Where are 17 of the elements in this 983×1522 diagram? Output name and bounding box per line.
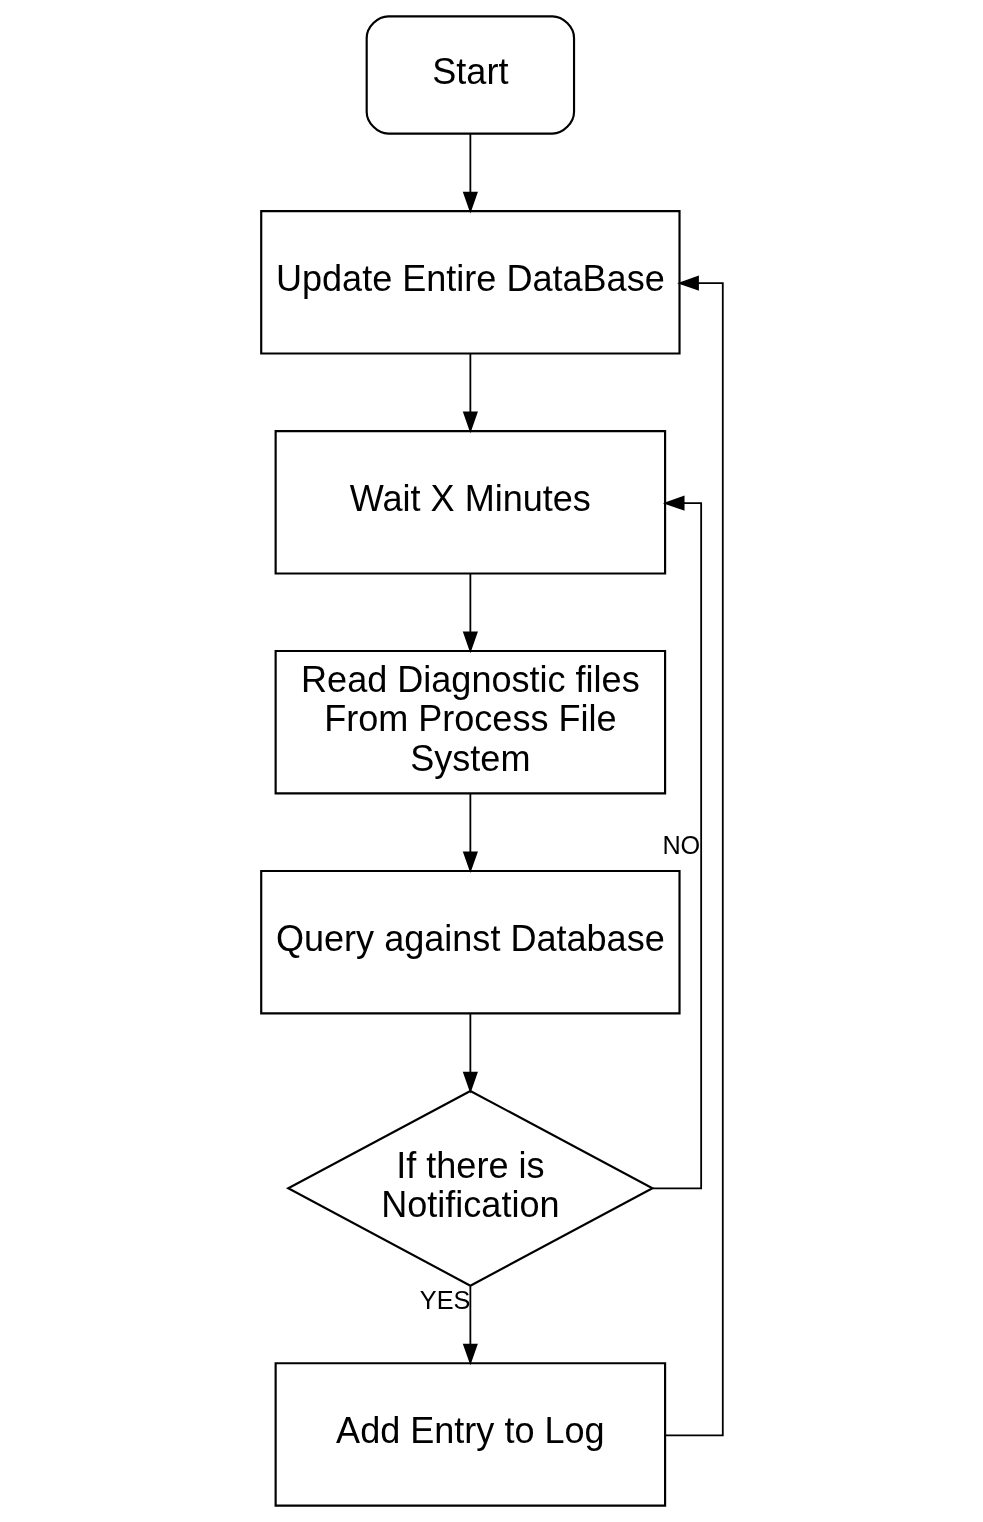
node-box: Update Entire DataBase: [259, 210, 681, 355]
node-box: Read Diagnostic files From Process File System: [274, 649, 666, 795]
node-box: Wait X Minutes: [274, 429, 666, 575]
arrow: [462, 792, 478, 874]
arrow: [462, 1285, 478, 1366]
arrow: [664, 275, 724, 1437]
arrow: [462, 572, 478, 654]
node-box: Start: [365, 15, 575, 135]
node-box: Query against Database: [259, 869, 681, 1015]
arrow: [462, 132, 478, 214]
arrow: [462, 1013, 478, 1094]
node-box: Add Entry to Log: [274, 1362, 666, 1507]
arrow: [462, 352, 478, 434]
edge-label: YES: [419, 1285, 470, 1314]
edge-label: NO: [661, 831, 700, 860]
node-diamond: If there is Notification: [285, 1089, 655, 1287]
arrow: [651, 495, 702, 1190]
